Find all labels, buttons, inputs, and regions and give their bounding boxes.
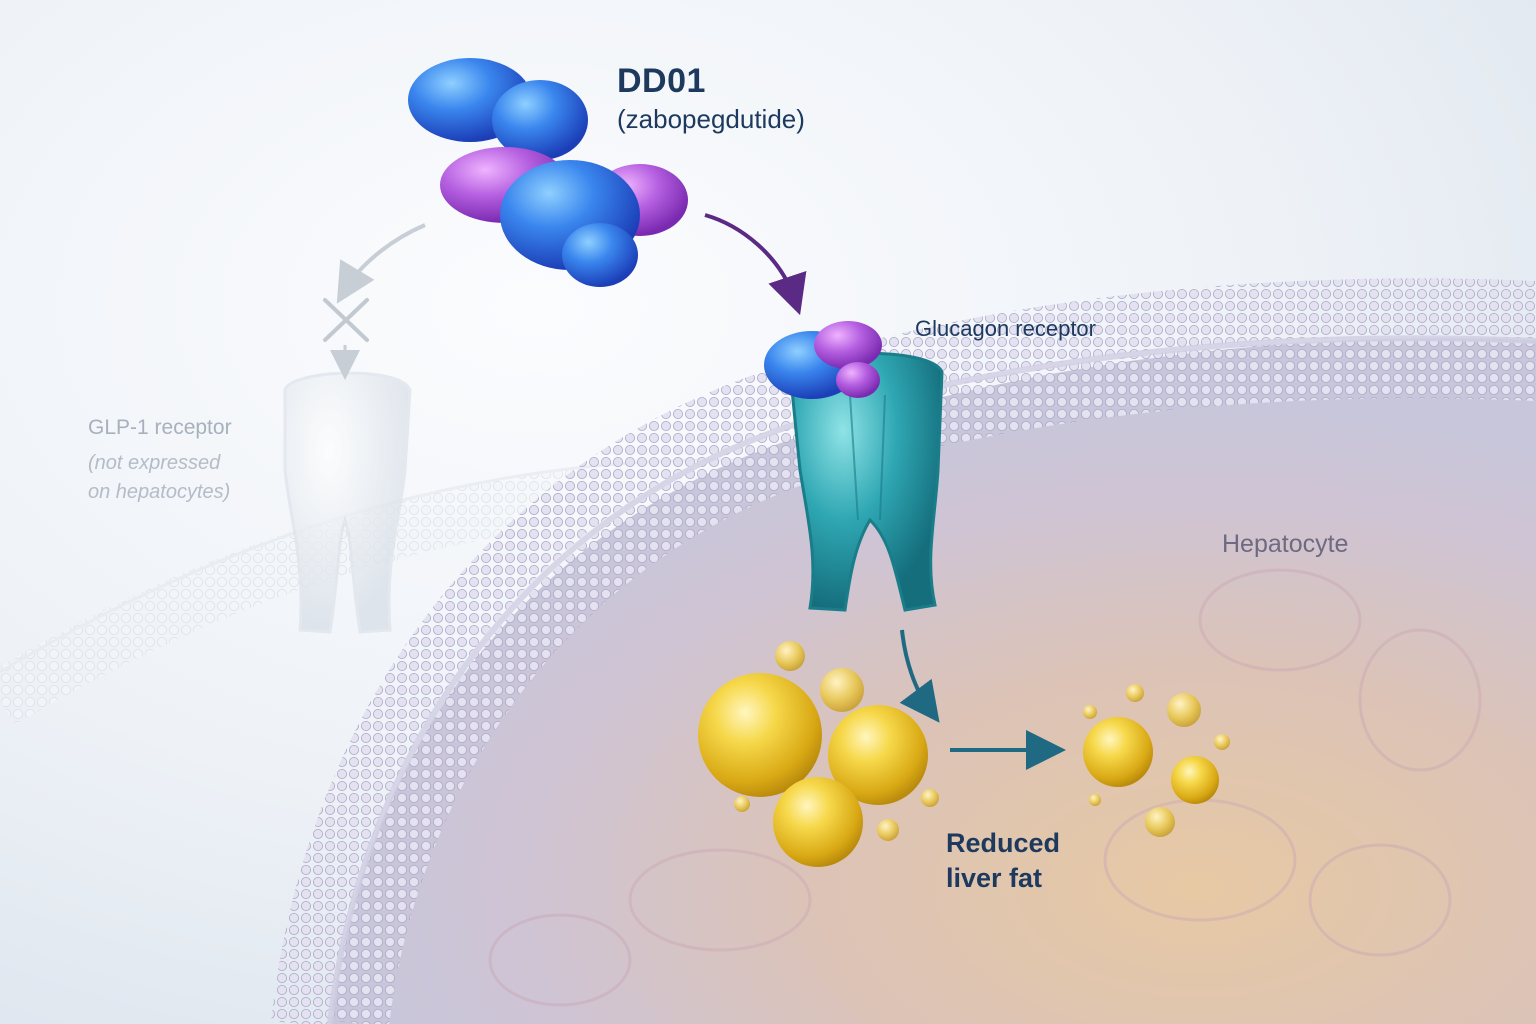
hepatocyte-label: Hepatocyte [1222,530,1349,558]
glp1-receptor-label: GLP-1 receptor [88,416,232,439]
binding-arrow [704,213,807,316]
blocked-x-icon [323,298,369,342]
reduced-liver-fat-label: Reduced liver fat [946,828,1061,893]
glp1-receptor [283,371,412,634]
fat-droplets-after [1083,684,1230,837]
drug-name: DD01 [617,62,706,100]
blocked-binding-arrow [336,223,426,304]
signaling-arrow [899,629,940,723]
bound-drug-molecule [764,321,882,399]
drug-molecule [408,58,688,287]
drug-generic-name: (zabopegdutide) [617,104,805,134]
glucagon-receptor [788,351,944,612]
fat-droplets-before [698,641,939,867]
glp1-receptor-note: (not expressed on hepatocytes) [88,452,231,503]
glucagon-receptor-label: Glucagon receptor [915,316,1096,341]
